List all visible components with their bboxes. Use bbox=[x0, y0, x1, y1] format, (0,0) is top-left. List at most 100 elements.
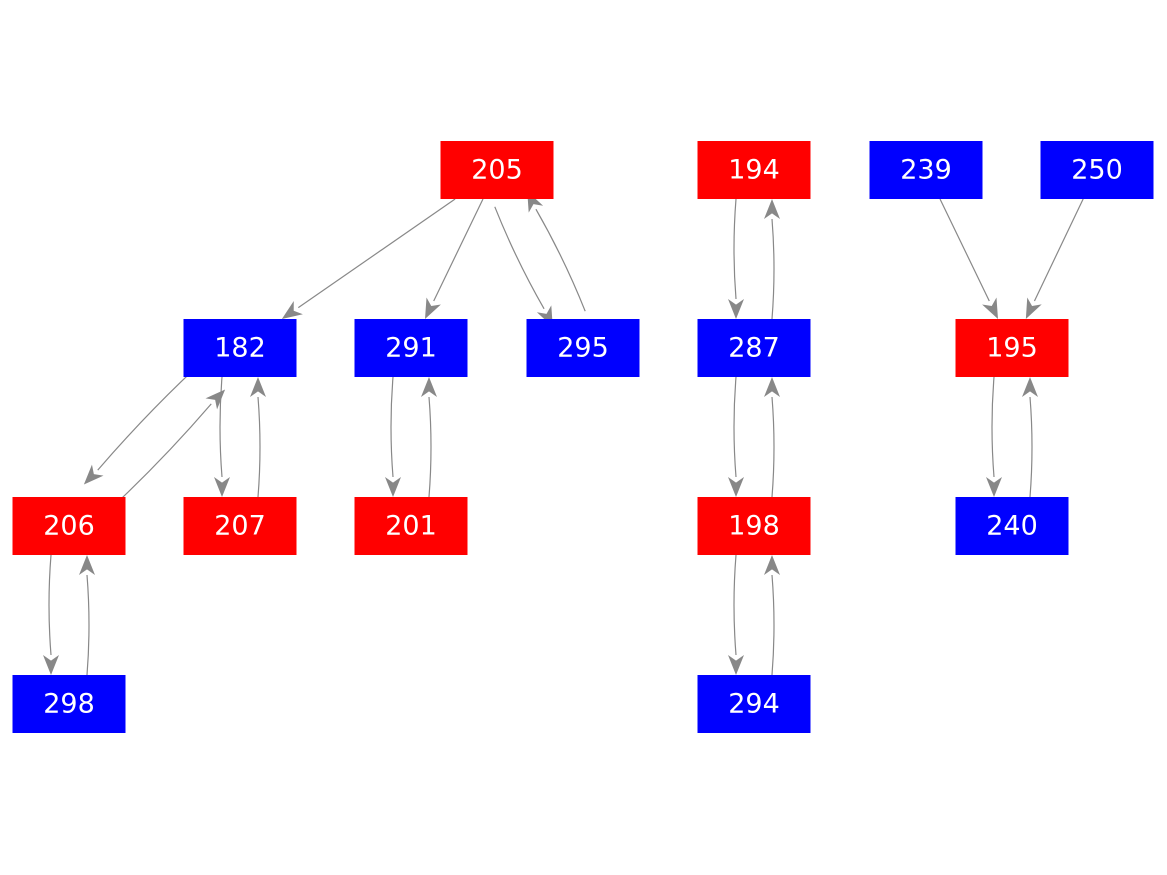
arrowhead-icon bbox=[764, 555, 780, 575]
node-295[interactable]: 295 bbox=[526, 319, 640, 377]
node-box bbox=[354, 319, 468, 377]
edge-205-to-291 bbox=[425, 198, 484, 319]
edge-line bbox=[1033, 198, 1084, 302]
edge-239-to-195 bbox=[939, 198, 998, 319]
node-label: 182 bbox=[214, 333, 266, 364]
node-box bbox=[869, 141, 983, 199]
nodes-layer: 205 182 291 295 206 207 201 298 194 287 198 294 239 2… bbox=[12, 141, 1154, 733]
node-label: 206 bbox=[43, 511, 95, 542]
node-box bbox=[354, 497, 468, 555]
node-label: 195 bbox=[986, 333, 1038, 364]
edge-291-to-201 bbox=[385, 376, 401, 497]
edge-240-to-195 bbox=[1022, 377, 1038, 498]
edge-207-to-182 bbox=[250, 377, 266, 498]
arrowhead-icon bbox=[385, 477, 401, 497]
node-240[interactable]: 240 bbox=[955, 497, 1069, 555]
node-287[interactable]: 287 bbox=[697, 319, 811, 377]
node-250[interactable]: 250 bbox=[1040, 141, 1154, 199]
edge-line bbox=[535, 208, 586, 312]
node-291[interactable]: 291 bbox=[354, 319, 468, 377]
arrowhead-icon bbox=[982, 297, 998, 319]
edge-line bbox=[297, 198, 456, 309]
edge-line bbox=[771, 218, 775, 320]
node-205[interactable]: 205 bbox=[440, 141, 554, 199]
edge-287-to-198 bbox=[728, 376, 744, 497]
edge-294-to-198 bbox=[764, 555, 780, 676]
node-label: 239 bbox=[900, 155, 952, 186]
node-box bbox=[697, 319, 811, 377]
node-206[interactable]: 206 bbox=[12, 497, 126, 555]
edge-206-to-182 bbox=[109, 389, 226, 510]
node-294[interactable]: 294 bbox=[697, 675, 811, 733]
edge-line bbox=[771, 574, 775, 676]
edge-line bbox=[771, 396, 775, 498]
arrowhead-icon bbox=[1025, 297, 1042, 319]
edge-line bbox=[733, 198, 737, 300]
edge-line bbox=[48, 554, 52, 656]
arrowhead-icon bbox=[764, 377, 780, 397]
arrowhead-icon bbox=[79, 555, 95, 575]
edge-line bbox=[390, 376, 394, 478]
edge-195-to-240 bbox=[986, 376, 1002, 497]
edge-line bbox=[433, 198, 484, 302]
node-201[interactable]: 201 bbox=[354, 497, 468, 555]
node-195[interactable]: 195 bbox=[955, 319, 1069, 377]
arrowhead-icon bbox=[728, 655, 744, 675]
edge-287-to-194 bbox=[764, 199, 780, 320]
edge-line bbox=[733, 376, 737, 478]
arrowhead-icon bbox=[205, 389, 226, 410]
node-207[interactable]: 207 bbox=[183, 497, 297, 555]
node-label: 198 bbox=[728, 511, 780, 542]
edge-line bbox=[1029, 396, 1033, 498]
edges-layer bbox=[43, 191, 1084, 676]
arrowhead-icon bbox=[250, 377, 266, 397]
arrowhead-icon bbox=[425, 297, 441, 319]
edge-198-to-287 bbox=[764, 377, 780, 498]
edge-182-to-207 bbox=[214, 376, 230, 497]
arrowhead-icon bbox=[421, 377, 437, 397]
node-label: 287 bbox=[728, 333, 780, 364]
node-box bbox=[697, 141, 811, 199]
node-194[interactable]: 194 bbox=[697, 141, 811, 199]
edge-182-to-206 bbox=[83, 364, 200, 485]
node-box bbox=[1040, 141, 1154, 199]
node-label: 294 bbox=[728, 689, 780, 720]
edge-201-to-291 bbox=[421, 377, 437, 498]
edge-205-to-182 bbox=[281, 198, 456, 319]
node-182[interactable]: 182 bbox=[183, 319, 297, 377]
node-box bbox=[12, 497, 126, 555]
node-box bbox=[526, 319, 640, 377]
node-label: 194 bbox=[728, 155, 780, 186]
node-box bbox=[440, 141, 554, 199]
edge-line bbox=[97, 364, 200, 471]
edge-194-to-287 bbox=[728, 198, 744, 319]
edge-line bbox=[257, 396, 261, 498]
arrowhead-icon bbox=[214, 477, 230, 497]
arrowhead-icon bbox=[728, 477, 744, 497]
edge-line bbox=[991, 376, 995, 478]
node-298[interactable]: 298 bbox=[12, 675, 126, 733]
arrowhead-icon bbox=[1022, 377, 1038, 397]
node-box bbox=[12, 675, 126, 733]
node-label: 291 bbox=[385, 333, 437, 364]
edge-line bbox=[939, 198, 990, 302]
node-label: 240 bbox=[986, 511, 1038, 542]
arrowhead-icon bbox=[764, 199, 780, 219]
edge-198-to-294 bbox=[728, 554, 744, 675]
edge-298-to-206 bbox=[79, 555, 95, 676]
edge-250-to-195 bbox=[1025, 198, 1084, 319]
node-box bbox=[183, 497, 297, 555]
node-box bbox=[955, 319, 1069, 377]
node-label: 298 bbox=[43, 689, 95, 720]
edge-line bbox=[109, 403, 212, 510]
arrowhead-icon bbox=[281, 301, 303, 319]
node-label: 295 bbox=[557, 333, 609, 364]
node-239[interactable]: 239 bbox=[869, 141, 983, 199]
edge-line bbox=[428, 396, 432, 498]
node-198[interactable]: 198 bbox=[697, 497, 811, 555]
node-label: 207 bbox=[214, 511, 266, 542]
node-label: 250 bbox=[1071, 155, 1123, 186]
arrowhead-icon bbox=[83, 464, 104, 485]
node-box bbox=[697, 675, 811, 733]
